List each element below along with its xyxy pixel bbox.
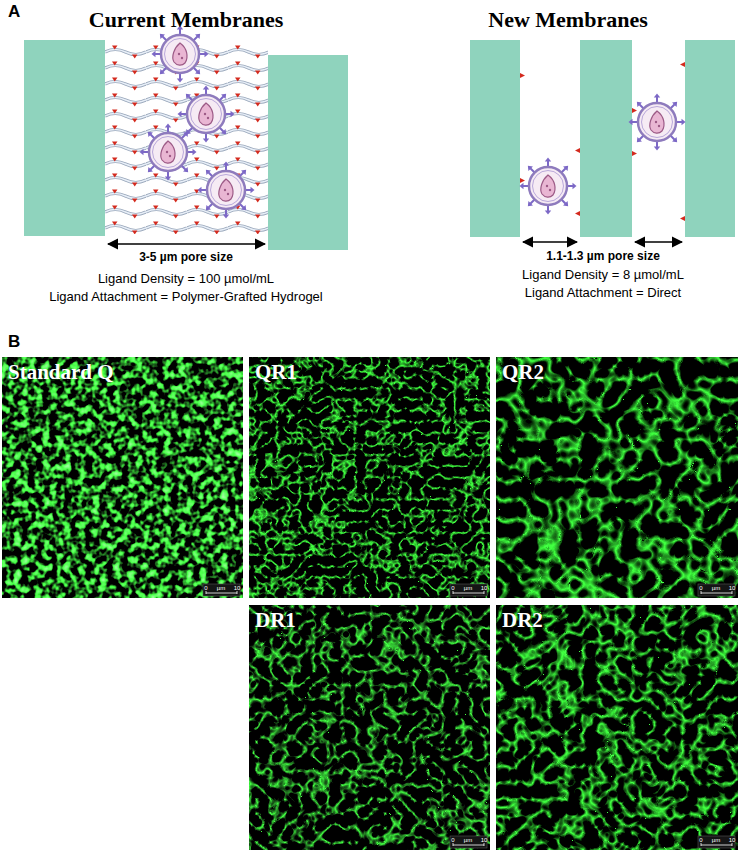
scale-bar-text: µm [712,585,720,592]
scale-bar-text: 0 [451,585,454,592]
scale-bar-text: 10 [729,585,736,592]
scale-bar-text: 0 [699,837,702,844]
scale-bar-text: 10 [234,585,241,592]
scale-bar-text: 10 [481,837,488,844]
micrograph-panel: QR2 0 µm 10 [496,357,738,598]
panel-letter: A [8,3,20,22]
micrograph-panel: DR1 0 µm 10 [249,605,490,850]
spec-note: Ligand Density = 100 µmol/mL [98,272,274,286]
scale-bar-text: 10 [729,837,736,844]
micrograph-panel: DR2 0 µm 10 [496,605,738,850]
scale-bar-text: 0 [699,585,702,592]
spec-note: Ligand Attachment = Direct [525,286,681,300]
section-heading: New Membranes [488,8,647,32]
dimension-label: 3-5 µm pore size [139,251,233,264]
spec-note: Ligand Density = 8 µmol/mL [522,268,684,282]
scale-bar-text: 0 [451,837,454,844]
panel-label: DR1 [255,609,296,632]
scale-bar-text: µm [464,837,472,844]
scale-bar-text: 10 [481,585,488,592]
panel-label: DR2 [502,609,543,632]
micrograph-panel: QR1 0 µm 10 [249,357,490,598]
scale-bar-text: 0 [204,585,207,592]
panel-label: Standard Q [8,361,114,384]
scale-bar-text: µm [464,585,472,592]
panel-letter: B [8,333,20,352]
section-heading: Current Membranes [89,8,284,32]
scale-bar-text: µm [217,585,225,592]
micrograph-panel: Standard Q 0 µm 10 [2,357,243,598]
panel-label: QR1 [255,361,297,384]
dimension-label: 1.1-1.3 µm pore size [546,250,660,263]
scale-bar-text: µm [712,837,720,844]
panel-label: QR2 [502,361,544,384]
spec-note: Ligand Attachment = Polymer-Grafted Hydr… [49,290,323,304]
